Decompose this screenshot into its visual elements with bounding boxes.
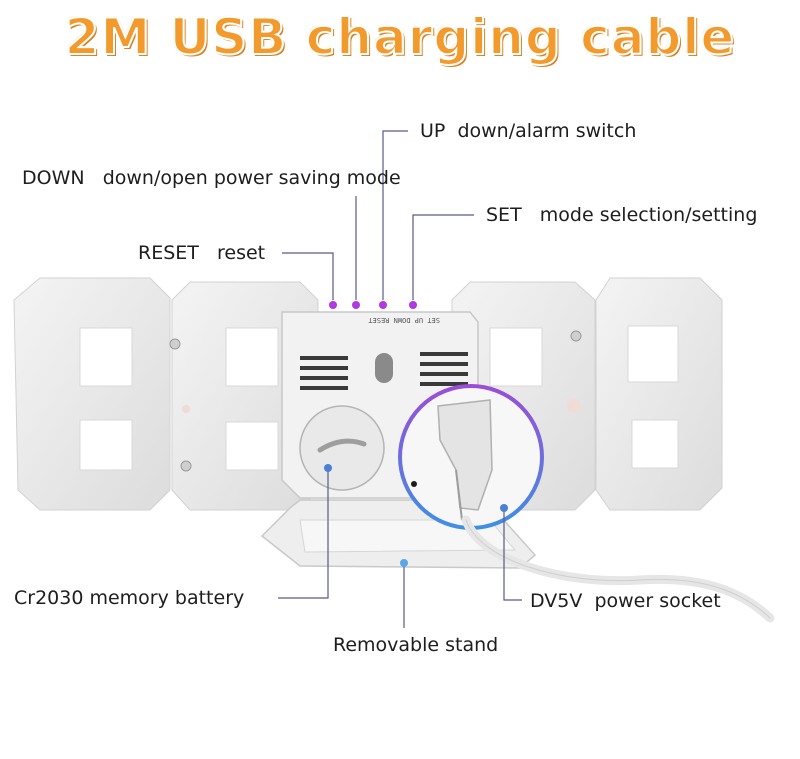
label-battery: Cr2030 memory battery [14, 587, 245, 609]
screws [169, 330, 582, 472]
leader-socket [503, 508, 522, 601]
label-power-socket: DV5V power socket [530, 590, 721, 612]
battery-cover [299, 405, 385, 491]
leader-set [412, 214, 474, 300]
headline-title: 2M USB charging cable [64, 7, 736, 67]
pointer-dots [329, 301, 417, 309]
digit-holes [79, 325, 679, 471]
usb-plug [437, 399, 493, 511]
hanging-hole [375, 353, 393, 383]
vent-right [420, 352, 468, 386]
stand-dot [400, 559, 408, 567]
digit-right [595, 277, 723, 511]
leader-up [382, 130, 408, 300]
leader-battery [278, 470, 329, 599]
leader-lines [278, 130, 522, 628]
label-reset-button: RESET reset [138, 242, 266, 264]
battery-dot [324, 464, 332, 472]
button-print: SET UP DOWN RESET [368, 316, 440, 324]
leader-reset [282, 252, 334, 300]
label-set-button: SET mode selection/setting [486, 204, 758, 226]
label-down-button: DOWN down/open power saving mode [22, 167, 401, 189]
label-up-button: UP down/alarm switch [420, 120, 637, 142]
socket-dot [500, 504, 508, 512]
vent-left [300, 356, 348, 390]
label-removable-stand: Removable stand [333, 634, 499, 656]
digit-left [13, 277, 171, 511]
